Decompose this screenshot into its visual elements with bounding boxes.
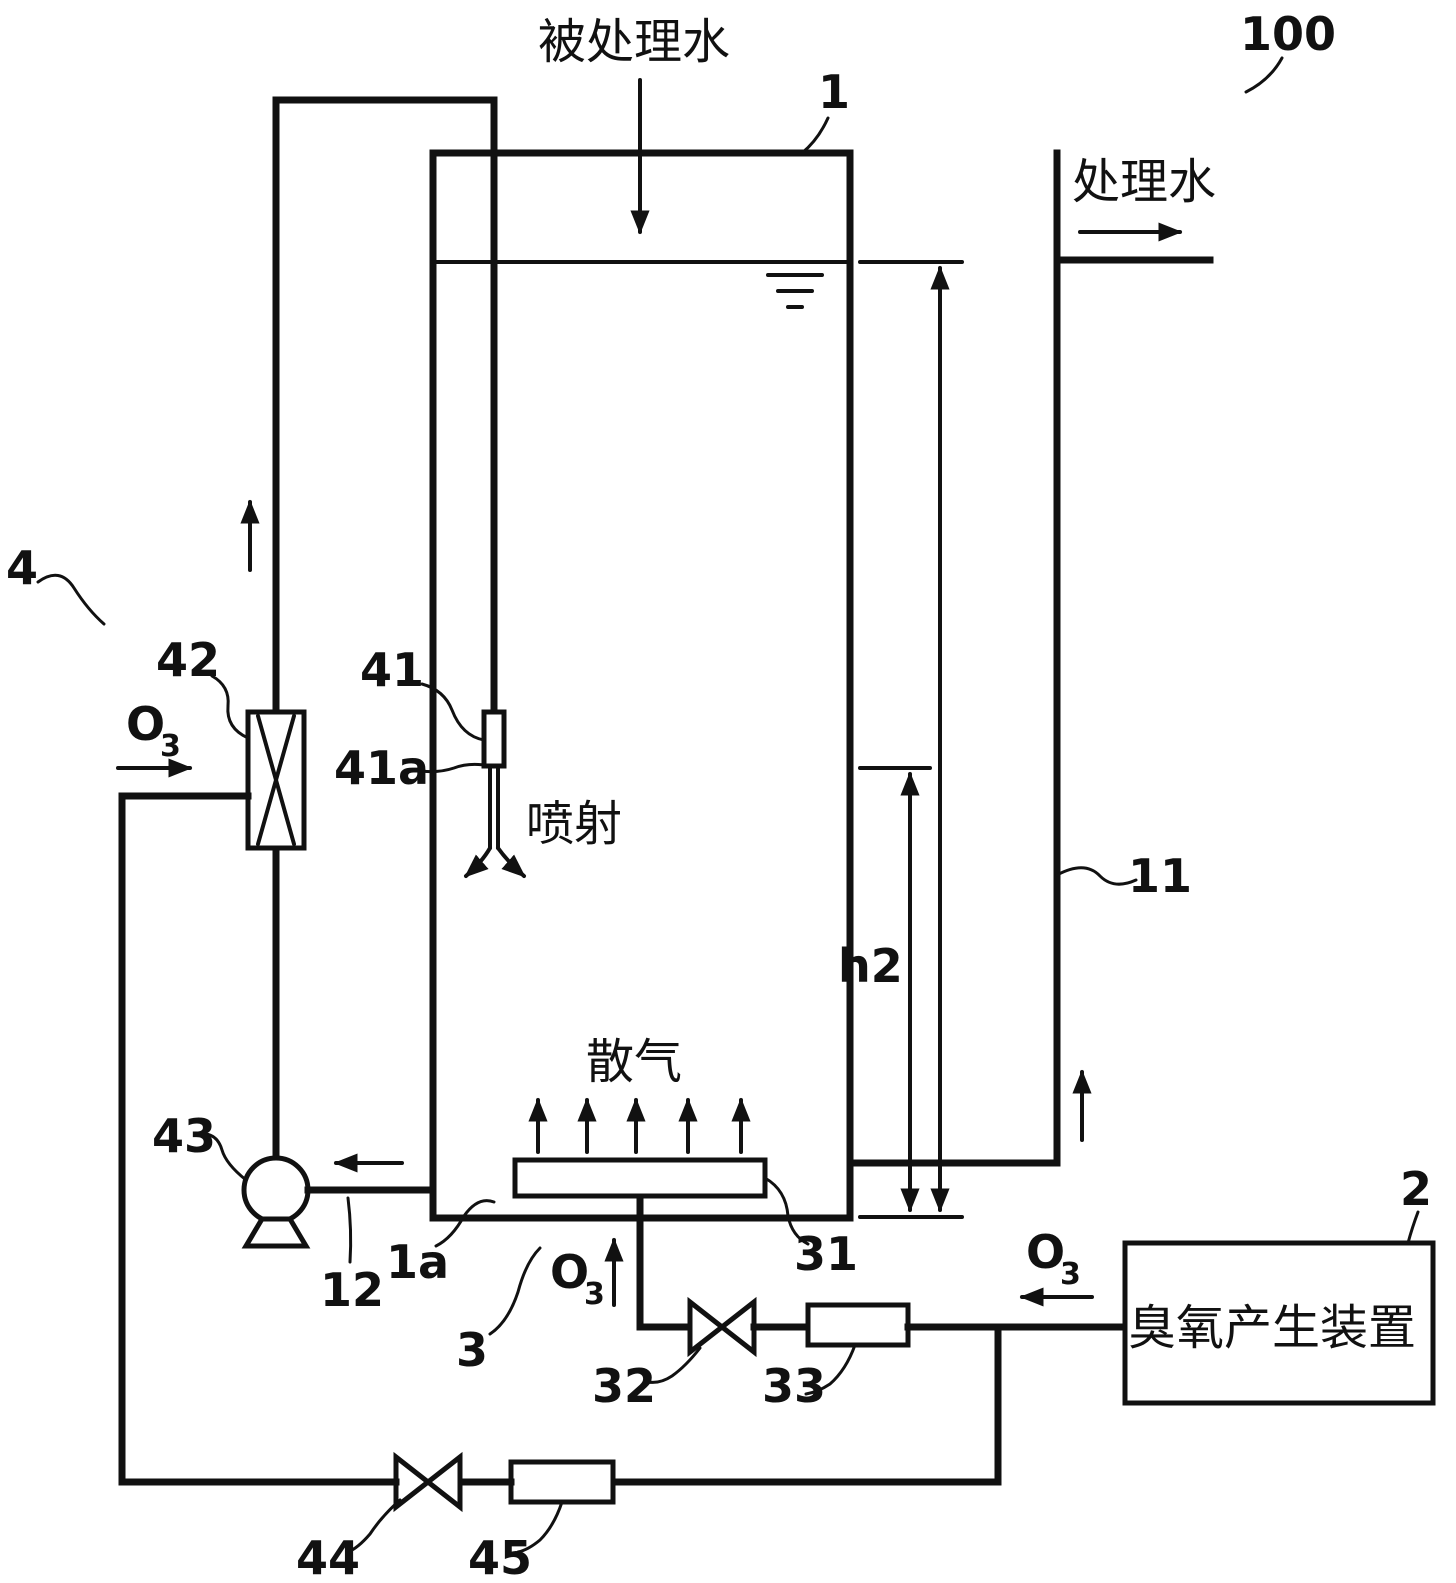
svg-text:3: 3	[1060, 1257, 1081, 1292]
label-tank-bottom: 1a	[386, 1235, 449, 1289]
label-nozzle: 41	[360, 643, 424, 697]
label-outlet-pipe: 11	[1128, 849, 1192, 903]
reaction-tank	[429, 149, 854, 1222]
jet-arrows	[464, 766, 526, 878]
label-flowmeter-aeration: 33	[762, 1359, 826, 1413]
circulation-ozone-pipe-right	[609, 1323, 1002, 1486]
svg-text:O: O	[126, 697, 165, 751]
outlet-pipe	[846, 149, 1214, 1167]
svg-text:3: 3	[584, 1277, 605, 1312]
leader-lines	[36, 56, 1420, 1554]
label-ozone-generator: 2	[1400, 1162, 1432, 1216]
label-jet: 喷射	[526, 796, 622, 852]
label-aeration: 散气	[586, 1034, 682, 1090]
water-level-symbol	[766, 273, 824, 309]
svg-text:3: 3	[160, 729, 181, 764]
circulation-riser-pipe	[272, 96, 498, 1159]
label-ozone-supply: O 3	[1026, 1225, 1081, 1292]
label-flowmeter-circulation: 45	[468, 1531, 532, 1583]
label-valve-aeration: 32	[592, 1359, 656, 1413]
valve-aeration	[687, 1296, 757, 1358]
label-aeration-unit: 3	[456, 1323, 488, 1377]
label-ejector: 42	[156, 633, 220, 687]
aeration-feed-pipe	[636, 1194, 694, 1331]
label-ozone-aeration: O 3	[550, 1245, 605, 1312]
label-height: h2	[838, 939, 903, 993]
label-ozone-left: O 3	[126, 697, 181, 764]
circulation-ozone-pipe-left	[118, 792, 400, 1486]
nozzle	[481, 709, 507, 769]
label-pump: 43	[152, 1109, 216, 1163]
dimension-lines	[858, 260, 964, 1219]
pump	[241, 1155, 311, 1249]
valve-circulation	[393, 1451, 463, 1513]
label-tank: 1	[818, 65, 850, 119]
label-circulation-unit: 4	[6, 541, 38, 595]
ejector	[245, 709, 307, 851]
label-system-number: 100	[1240, 7, 1336, 61]
flowmeter-circulation	[508, 1459, 616, 1505]
flowmeter-aeration	[805, 1302, 911, 1348]
aeration-arrows	[528, 1097, 751, 1154]
label-outflow: 处理水	[1072, 154, 1216, 210]
ozone-generator	[1122, 1240, 1436, 1406]
label-valve-circulation: 44	[296, 1531, 360, 1583]
label-diffuser: 31	[794, 1227, 858, 1281]
label-circulation-pipe: 12	[320, 1263, 384, 1317]
svg-text:O: O	[550, 1245, 589, 1299]
label-nozzle-outlet: 41a	[334, 741, 429, 795]
label-ozone-generator-name: 臭氧产生装置	[1128, 1300, 1416, 1356]
diffuser	[512, 1157, 768, 1199]
svg-text:O: O	[1026, 1225, 1065, 1279]
label-inflow: 被处理水	[538, 14, 730, 70]
